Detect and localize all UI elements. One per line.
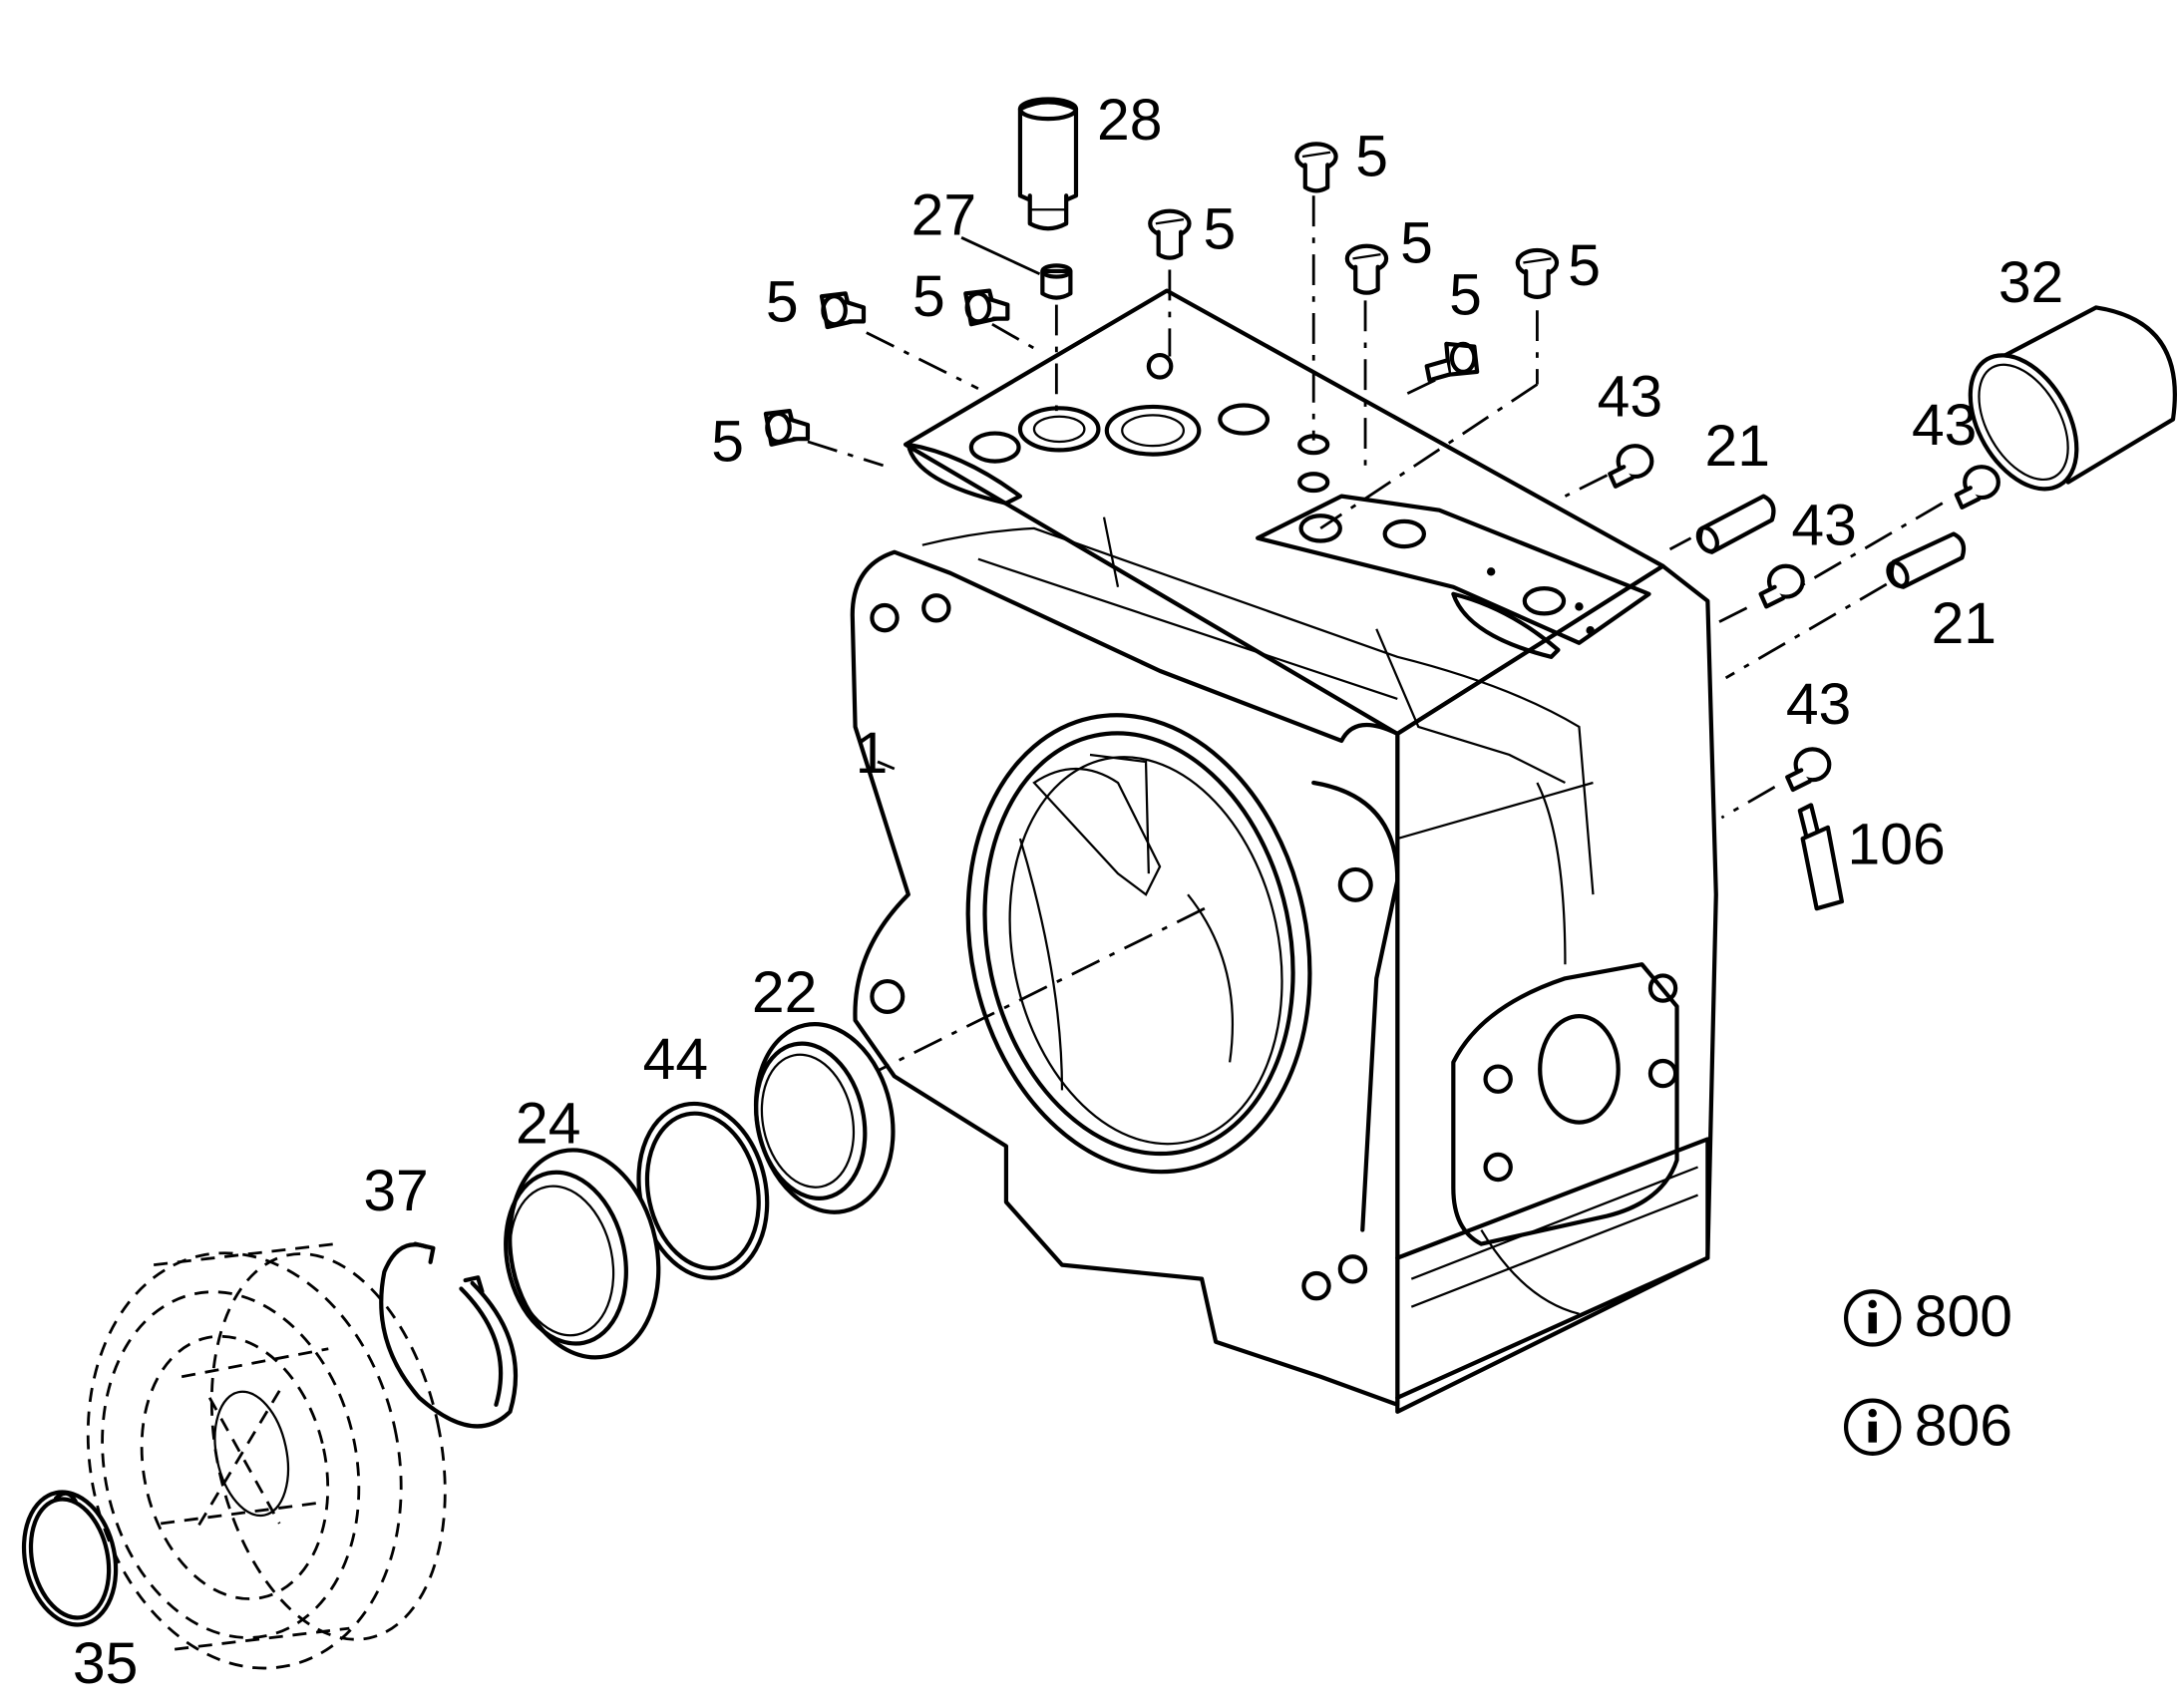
callout-5: 5	[1568, 233, 1601, 298]
leader-lines	[877, 760, 896, 771]
callout-37: 37	[363, 1159, 428, 1223]
info-ref-label: 800	[1915, 1284, 2012, 1349]
callout-43: 43	[1791, 494, 1856, 558]
callout-5: 5	[1400, 211, 1433, 276]
callout-21: 21	[1932, 591, 1997, 656]
callout-24: 24	[516, 1092, 580, 1157]
callout-5: 5	[766, 269, 799, 334]
part-43-screws	[1608, 444, 2000, 793]
info-reference-800[interactable]: 800	[1843, 1284, 2012, 1349]
callout-43: 43	[1912, 393, 1977, 458]
callout-5: 5	[1204, 197, 1237, 262]
callout-32: 32	[1998, 250, 2063, 315]
part-106-sealant-tube	[1797, 803, 1844, 911]
part-22-shaft-seal	[753, 1022, 896, 1214]
part-37-snap-ring	[379, 1241, 519, 1429]
callout-28: 28	[1097, 88, 1162, 153]
info-reference-806[interactable]: 806	[1843, 1393, 2012, 1458]
callout-22: 22	[752, 960, 817, 1025]
part-35-circlip	[21, 1490, 119, 1627]
part-27-nozzle	[960, 236, 1073, 300]
part-21-pins	[1695, 494, 1967, 589]
info-circle-icon	[1843, 1289, 1902, 1347]
part-5-screw-plugs	[763, 142, 1560, 447]
callout-5: 5	[711, 410, 744, 475]
callout-44: 44	[643, 1027, 708, 1092]
part-28-valve-plug	[1017, 97, 1079, 231]
part-24-bearing-ring	[504, 1148, 661, 1360]
info-ref-label: 806	[1915, 1393, 2012, 1458]
housing-part-1	[850, 288, 1718, 1414]
callout-5: 5	[912, 264, 945, 329]
callout-1: 1	[856, 721, 889, 786]
callout-21: 21	[1705, 414, 1770, 479]
part-32-sleeve	[1968, 305, 2177, 492]
callout-43: 43	[1786, 672, 1851, 737]
callout-35: 35	[73, 1631, 138, 1696]
ghost-hub-assembly	[86, 1242, 447, 1670]
callout-106: 106	[1847, 812, 1945, 876]
info-circle-icon	[1843, 1398, 1902, 1456]
callout-5: 5	[1449, 262, 1482, 327]
callout-27: 27	[911, 182, 976, 247]
callout-43: 43	[1598, 365, 1662, 430]
callout-5: 5	[1355, 125, 1388, 189]
callout-labels: 28 27 5 5 5 5 5 5 5 5 32 43 43 43 43 21 …	[73, 88, 2063, 1696]
